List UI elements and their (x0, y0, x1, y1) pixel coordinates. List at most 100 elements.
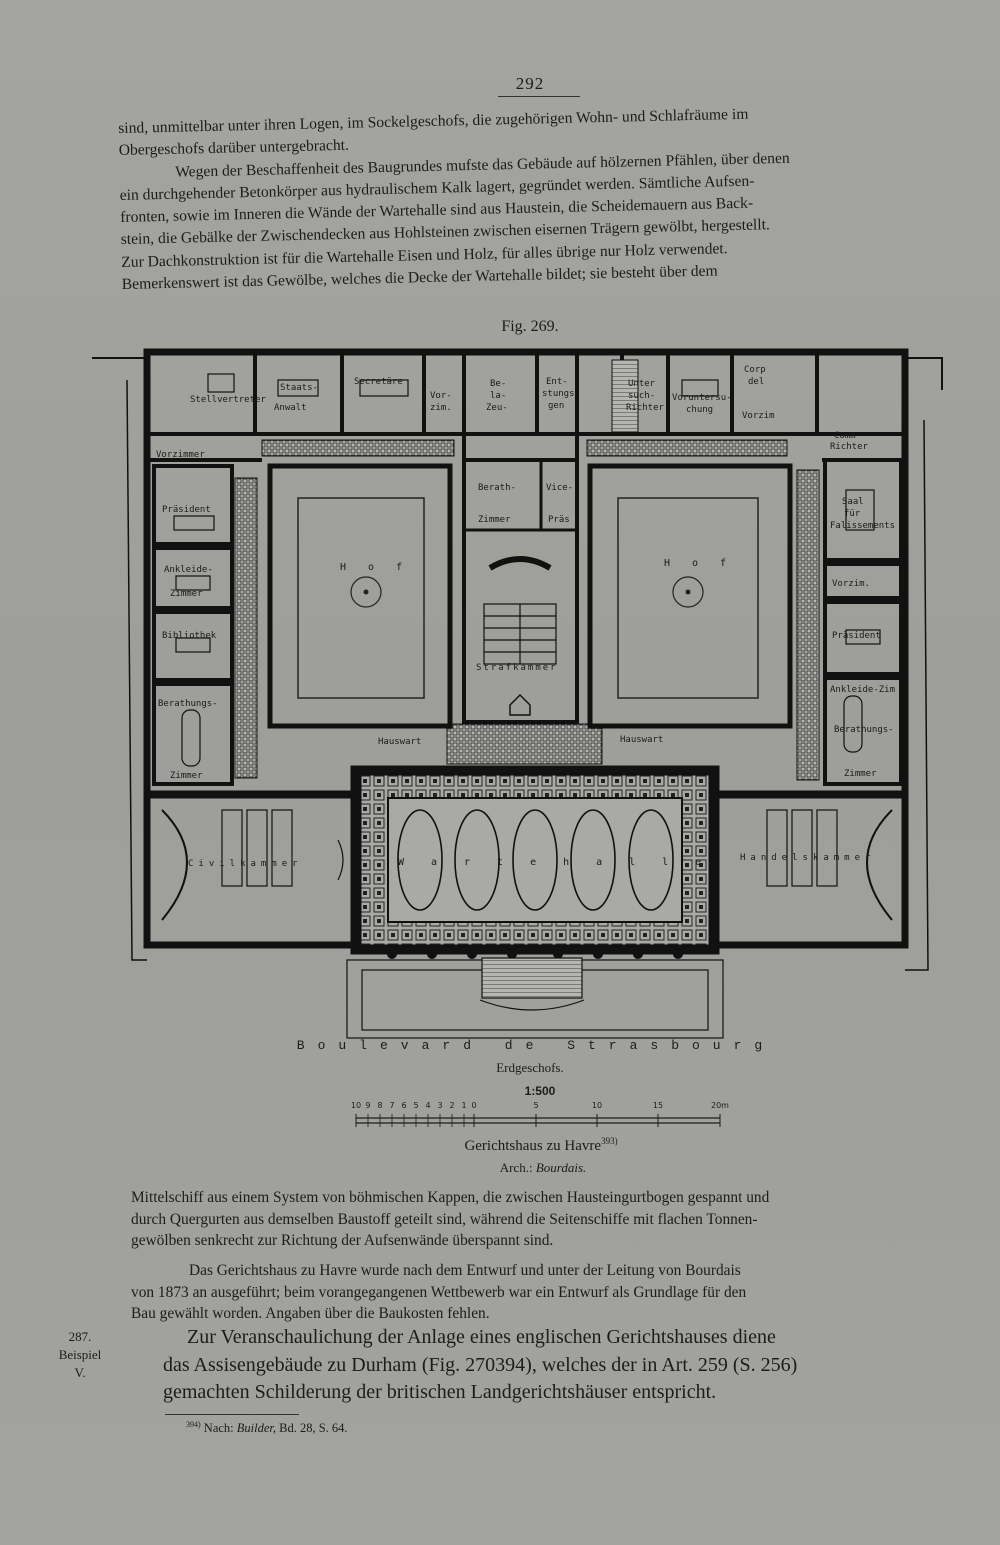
scale-tick-label: 1 (461, 1101, 466, 1110)
top-room-walls (147, 352, 905, 462)
margin-note: 287. Beispiel V. (40, 1328, 120, 1382)
room-label: Ankleide-Zim (830, 685, 895, 695)
text-line: Das Gerichtshaus zu Havre wurde nach dem… (189, 1262, 741, 1279)
room-label: Präs (548, 515, 570, 525)
figure-title-note: 393) (601, 1136, 618, 1146)
room-label: Bibliothek (162, 631, 217, 641)
footnote: 394) Nach: Builder, Bd. 28, S. 64. (186, 1420, 348, 1436)
scale-tick-label: 15 (653, 1101, 663, 1110)
footnote-number: 394) (186, 1420, 201, 1429)
page-number: 292 (515, 74, 545, 93)
room-label: del (748, 377, 764, 387)
room-label: Saal (842, 497, 864, 507)
room-label: Corp (744, 365, 766, 375)
scale-tick-label: 10 (352, 1101, 361, 1110)
room-label: Secretäre (354, 377, 403, 387)
scale-tick-label: 4 (425, 1101, 430, 1110)
text-line: Mittelschiff aus einem System von böhmis… (131, 1189, 770, 1206)
civilkammer-furniture (161, 809, 344, 921)
room-label: Hauswart (620, 735, 663, 745)
room-label: Zimmer (844, 769, 877, 779)
scale-tick-label: 5 (533, 1101, 538, 1110)
room-label: Zeu- (486, 403, 508, 413)
room-label: Unter (628, 379, 656, 389)
scale-tick-label: 9 (365, 1101, 370, 1110)
room-label: für (844, 509, 861, 519)
room-label: Ent- (546, 377, 568, 387)
text-line: von 1873 an ausgeführt; beim vorangegang… (131, 1283, 747, 1301)
room-label: Vorzim (742, 411, 775, 421)
paragraph-2: Mittelschiff aus einem System von böhmis… (131, 1187, 955, 1252)
room-label: Hauswart (378, 737, 421, 747)
corridor (234, 477, 258, 779)
room-label: Ankleide- (164, 565, 213, 575)
paragraph-4: Zur Veranschaulichung der Anlage eines e… (163, 1324, 957, 1407)
room-label: Vorzimmer (156, 450, 205, 460)
text-line: durch Quergurten aus demselben Baustoff … (131, 1210, 758, 1228)
room-label: Civilkammer (188, 859, 303, 869)
scale-tick-label: 3 (437, 1101, 442, 1110)
scale-label: 1:500 (524, 1084, 556, 1098)
scale-tick-label: 7 (389, 1101, 394, 1110)
room-label: chung (686, 405, 713, 415)
footnote-rest: Bd. 28, S. 64. (279, 1421, 348, 1436)
room-label: la- (490, 391, 506, 401)
paragraph-1: sind, unmittelbar unter ihren Logen, im … (118, 99, 954, 296)
corridor (586, 439, 788, 457)
staircase (611, 359, 639, 433)
room-label: Zimmer (478, 515, 511, 525)
room-label: Vor- (430, 391, 452, 401)
header-rule (498, 96, 580, 97)
handelskammer-furniture (766, 809, 893, 921)
room-label: gen (548, 401, 564, 411)
architect-line: Arch.: Bourdais. (0, 1160, 1000, 1176)
room-label: Zimmer (170, 771, 203, 781)
room-label: Be- (490, 379, 506, 389)
figure-caption: Fig. 269. (501, 318, 559, 335)
right-room-walls (823, 458, 903, 786)
floor-plan: Stellvertreter Staats- Anwalt Secretäre … (92, 348, 943, 1039)
entrance-steps (346, 957, 724, 1039)
room-label: Berath- (478, 483, 516, 493)
room-label: Comm (834, 431, 856, 441)
room-label: Staats- (280, 383, 318, 393)
strafkammer-room (462, 458, 579, 724)
margin-note-line: 287. (68, 1329, 92, 1344)
room-label: Vorzim. (832, 579, 870, 589)
footnote-prefix: Nach: (203, 1421, 234, 1436)
room-label: Anwalt (274, 403, 307, 413)
room-label: stungs- (542, 389, 580, 399)
corridor (446, 723, 603, 765)
scale-tick-label: 5 (413, 1101, 418, 1110)
room-label: Vice- (546, 483, 573, 493)
text-line: gemachten Schilderung der britischen Lan… (163, 1381, 717, 1403)
margin-note-line: V. (74, 1365, 86, 1380)
text-line: Zur Veranschaulichung der Anlage eines e… (187, 1326, 776, 1348)
room-label: Handelskammer (740, 853, 875, 863)
room-label: Zimmer (170, 589, 203, 599)
architect-prefix: Arch.: (499, 1160, 533, 1175)
room-label: Präsident (832, 631, 881, 641)
room-label: zim. (430, 403, 452, 413)
room-label: Richter (830, 442, 869, 452)
corridor (796, 469, 820, 781)
room-label: Falissements (830, 521, 895, 531)
text-line: gewölben senkrecht zur Richtung der Aufs… (131, 1232, 554, 1250)
footnote-rule (165, 1414, 299, 1415)
room-furniture (173, 373, 881, 767)
courtyards (267, 463, 793, 729)
scale-tick-label: 2 (449, 1101, 454, 1110)
figure-title: Gerichtshaus zu Havre393) (0, 1136, 1000, 1155)
left-room-walls (152, 464, 234, 786)
room-label: Wartehalle (398, 857, 728, 868)
wartehalle (358, 772, 712, 959)
architect-name: Bourdais. (535, 1160, 587, 1175)
room-label: Voruntersu- (672, 393, 732, 403)
room-label: Berathungs- (834, 725, 894, 735)
text-line: Bau gewählt worden. Angaben über die Bau… (131, 1305, 490, 1323)
room-labels: Stellvertreter Staats- Anwalt Secretäre … (156, 365, 895, 869)
courtyard-label: Hof (664, 558, 748, 569)
corridor (261, 439, 455, 457)
